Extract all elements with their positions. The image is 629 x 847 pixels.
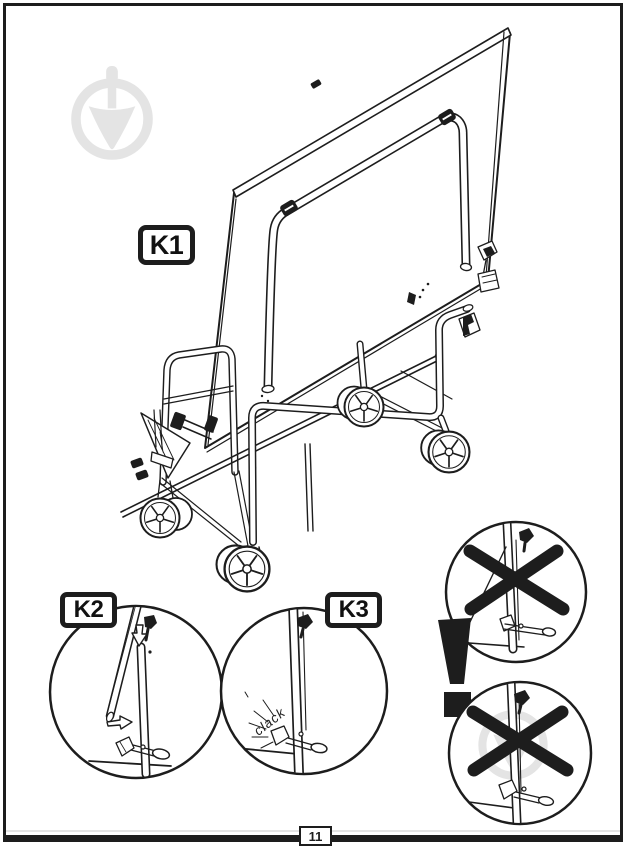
push-bar-frame: [159, 345, 254, 547]
detail-circle-k2: [48, 604, 224, 780]
latch-hook-engaged: [297, 614, 313, 639]
pivot-collar: [438, 108, 456, 126]
latch-hook-open: [519, 528, 534, 553]
frame-tube: [248, 304, 474, 546]
caster-wheel: [420, 429, 471, 474]
caster-wheel: [336, 385, 385, 428]
edge-latches: [458, 240, 500, 338]
step-label-k1: K1: [138, 225, 195, 265]
step-label-k3: K3: [325, 592, 382, 628]
edge-clip: [204, 415, 218, 433]
rear-leg: [304, 443, 314, 532]
caster-wheel: [215, 544, 271, 593]
support-tower: [130, 409, 218, 499]
foot-latch: [115, 736, 171, 760]
release-lever: [150, 451, 174, 469]
keyhole-slot: [407, 292, 416, 305]
cross-icon: [466, 705, 574, 777]
prohibition-circle-top: [444, 520, 588, 664]
edge-clip: [170, 411, 186, 431]
foot-latch-open: [499, 614, 557, 637]
foot-latch-partial: [498, 779, 555, 807]
page-number: 11: [299, 826, 332, 846]
step-label-k2: K2: [60, 592, 117, 628]
latch-hook-partial: [514, 690, 530, 715]
folded-leg-tube: [261, 108, 473, 394]
foot-latch-engaged: [270, 725, 328, 754]
pivot-collar: [280, 199, 298, 217]
sound-burst-lines: [244, 691, 275, 749]
cross-icon: [463, 544, 570, 616]
down-arrow-icon: [131, 624, 148, 647]
trowel-logo-icon: [76, 66, 148, 155]
right-arrow-icon: [106, 715, 133, 730]
caster-wheel: [139, 497, 193, 539]
trolley-rails: [120, 352, 453, 547]
tabletop-fittings: [256, 79, 430, 407]
prohibition-circle-bottom: [447, 680, 593, 826]
detail-circle-k3: [219, 606, 389, 776]
main-assembly-diagram: [120, 27, 512, 593]
